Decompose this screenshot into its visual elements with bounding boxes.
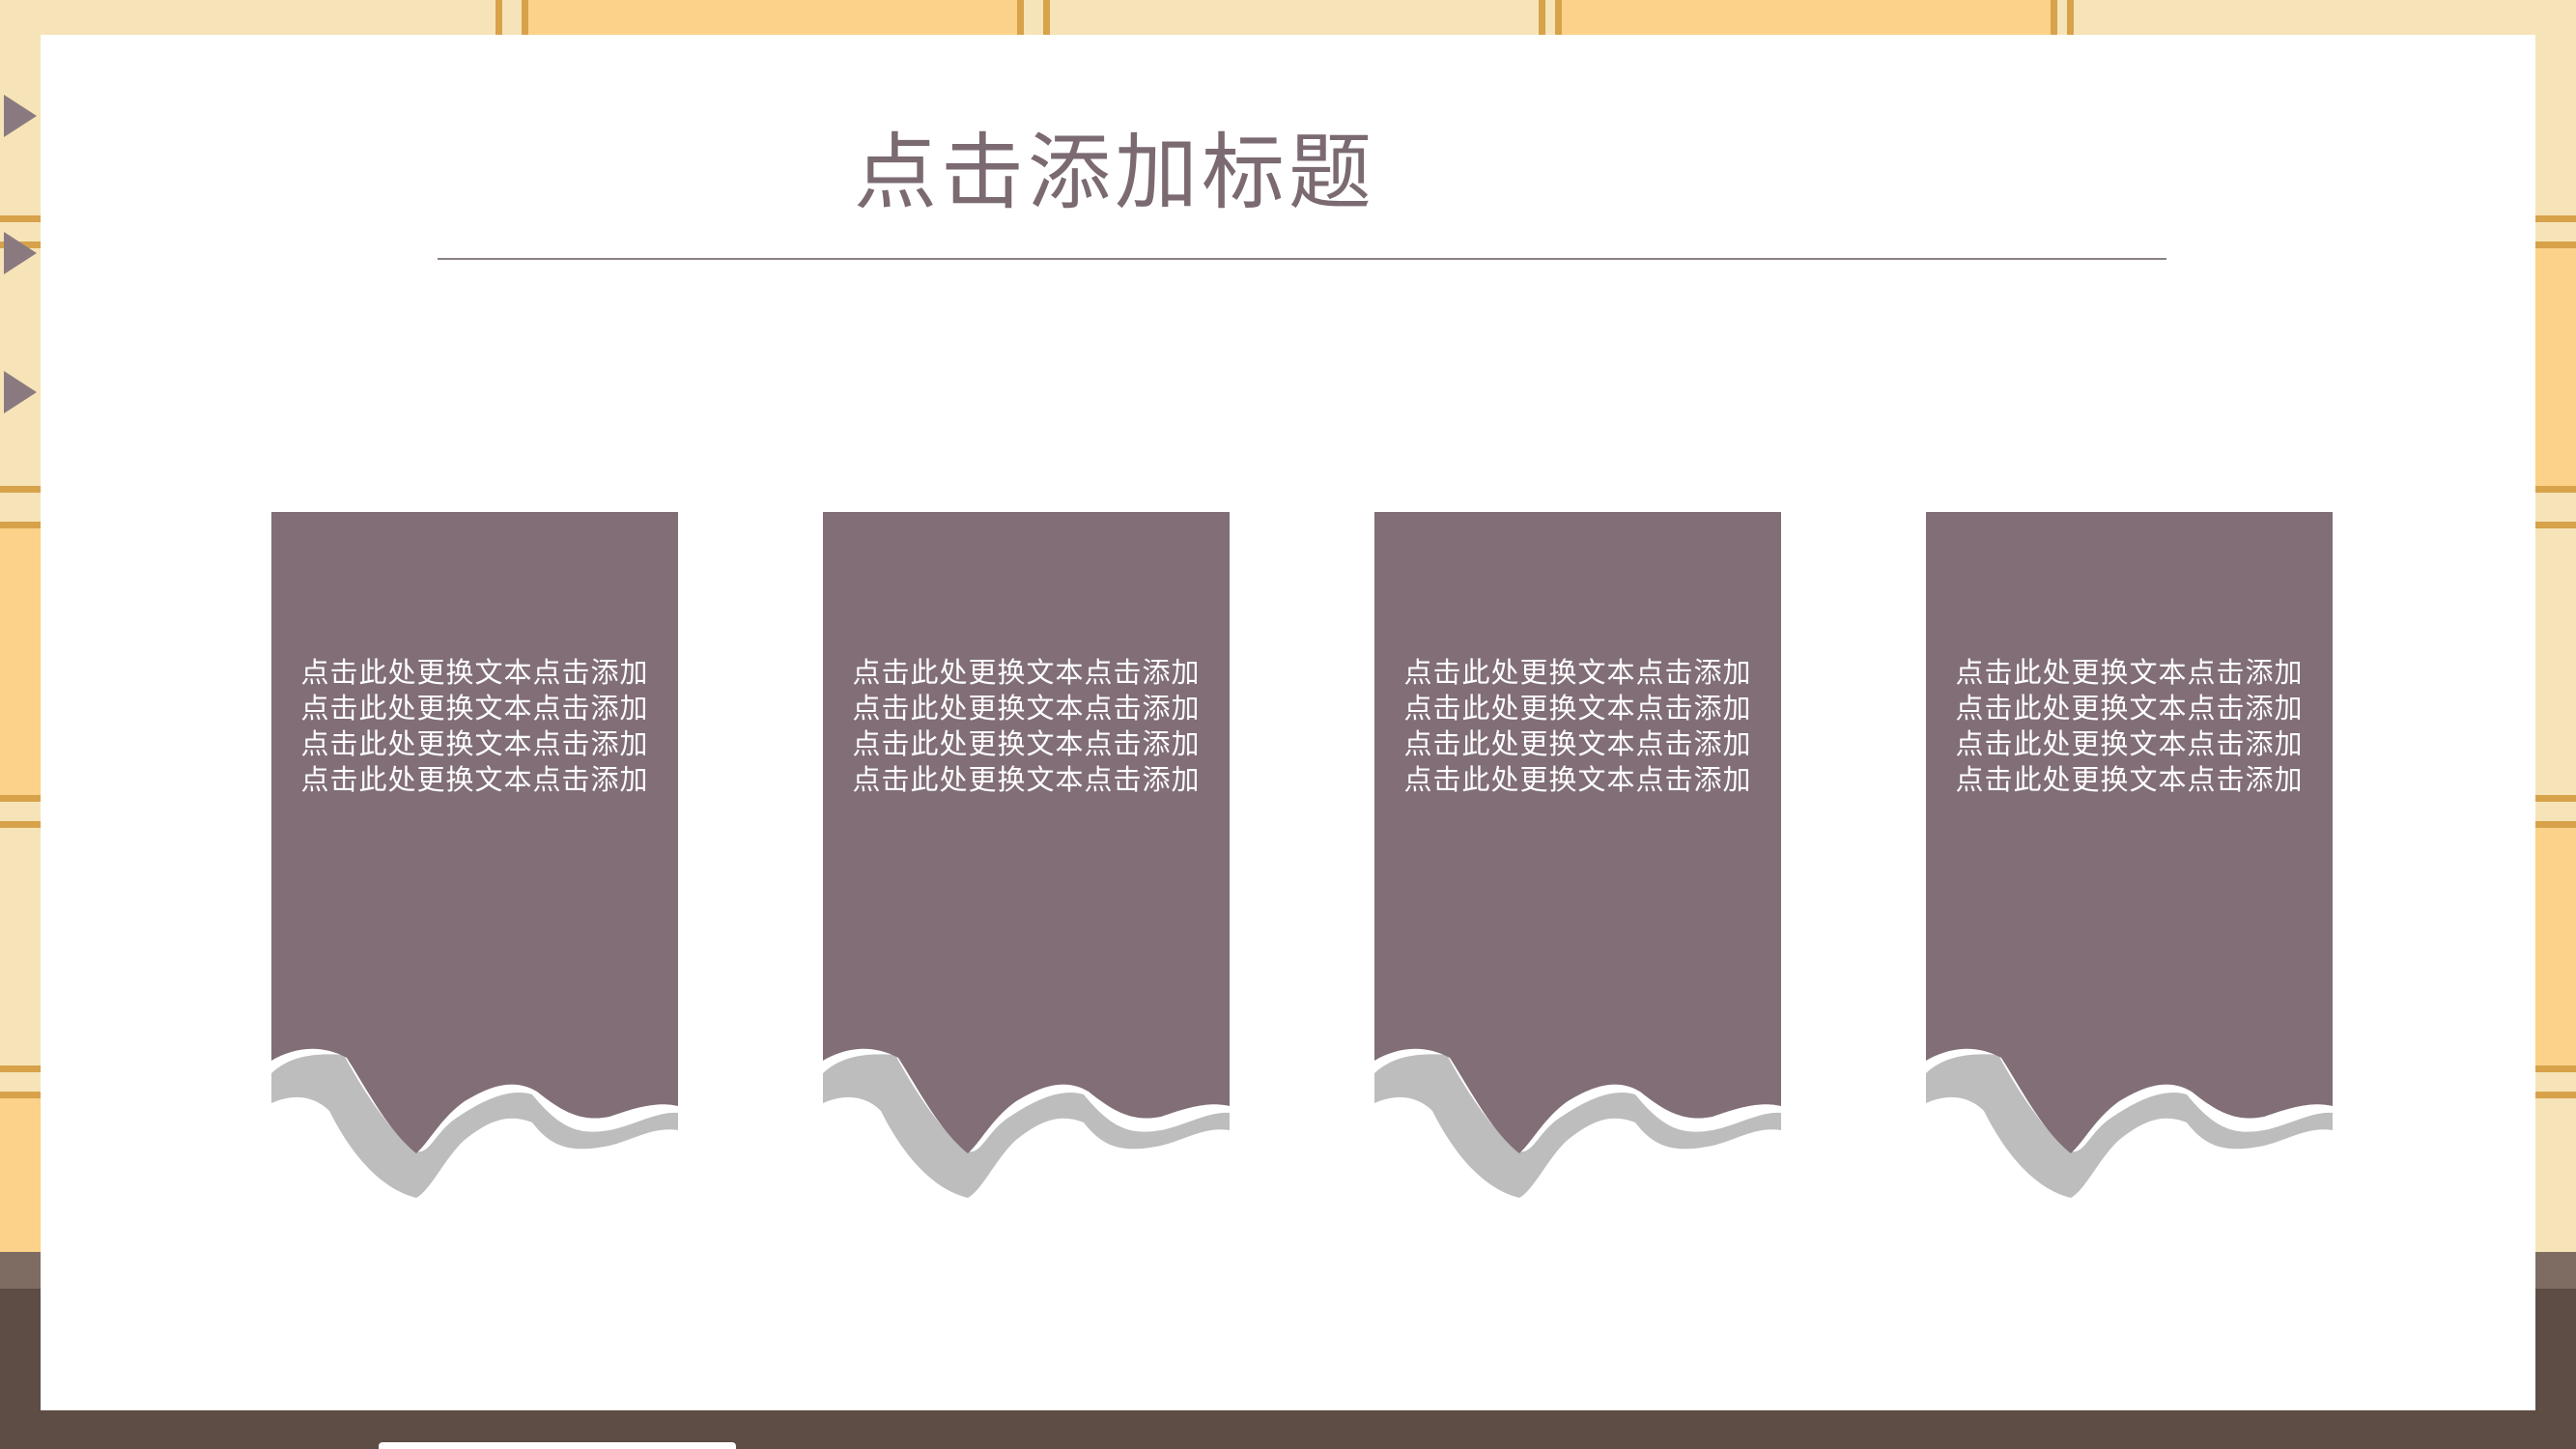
card-body-text[interactable]: 点击此处更换文本点击添加 点击此处更换文本点击添加 点击此处更换文本点击添加 点…	[1403, 656, 1752, 796]
slide-canvas: 点击添加标题 点击此处更换文本点击添加 点击此处更换文本点击添加 点击此处更换文…	[41, 35, 2535, 1410]
wall-notch	[4, 232, 37, 274]
text-card-4[interactable]: 点击此处更换文本点击添加 点击此处更换文本点击添加 点击此处更换文本点击添加 点…	[1926, 512, 2333, 1198]
wall-notch	[4, 371, 37, 413]
slide-title[interactable]: 点击添加标题	[854, 125, 1375, 221]
slide-stand	[379, 1442, 736, 1449]
text-card-2[interactable]: 点击此处更换文本点击添加 点击此处更换文本点击添加 点击此处更换文本点击添加 点…	[823, 512, 1230, 1198]
torn-paper-shape	[271, 512, 678, 1198]
text-card-1[interactable]: 点击此处更换文本点击添加 点击此处更换文本点击添加 点击此处更换文本点击添加 点…	[271, 512, 678, 1198]
torn-paper-shape	[823, 512, 1230, 1198]
card-body-text[interactable]: 点击此处更换文本点击添加 点击此处更换文本点击添加 点击此处更换文本点击添加 点…	[300, 656, 649, 796]
torn-paper-shape	[1926, 512, 2333, 1198]
text-card-3[interactable]: 点击此处更换文本点击添加 点击此处更换文本点击添加 点击此处更换文本点击添加 点…	[1374, 512, 1781, 1198]
title-divider	[438, 258, 2166, 260]
torn-paper-shape	[1374, 512, 1781, 1198]
card-body-text[interactable]: 点击此处更换文本点击添加 点击此处更换文本点击添加 点击此处更换文本点击添加 点…	[1955, 656, 2304, 796]
card-body-text[interactable]: 点击此处更换文本点击添加 点击此处更换文本点击添加 点击此处更换文本点击添加 点…	[852, 656, 1201, 796]
wall-notch	[4, 95, 37, 137]
